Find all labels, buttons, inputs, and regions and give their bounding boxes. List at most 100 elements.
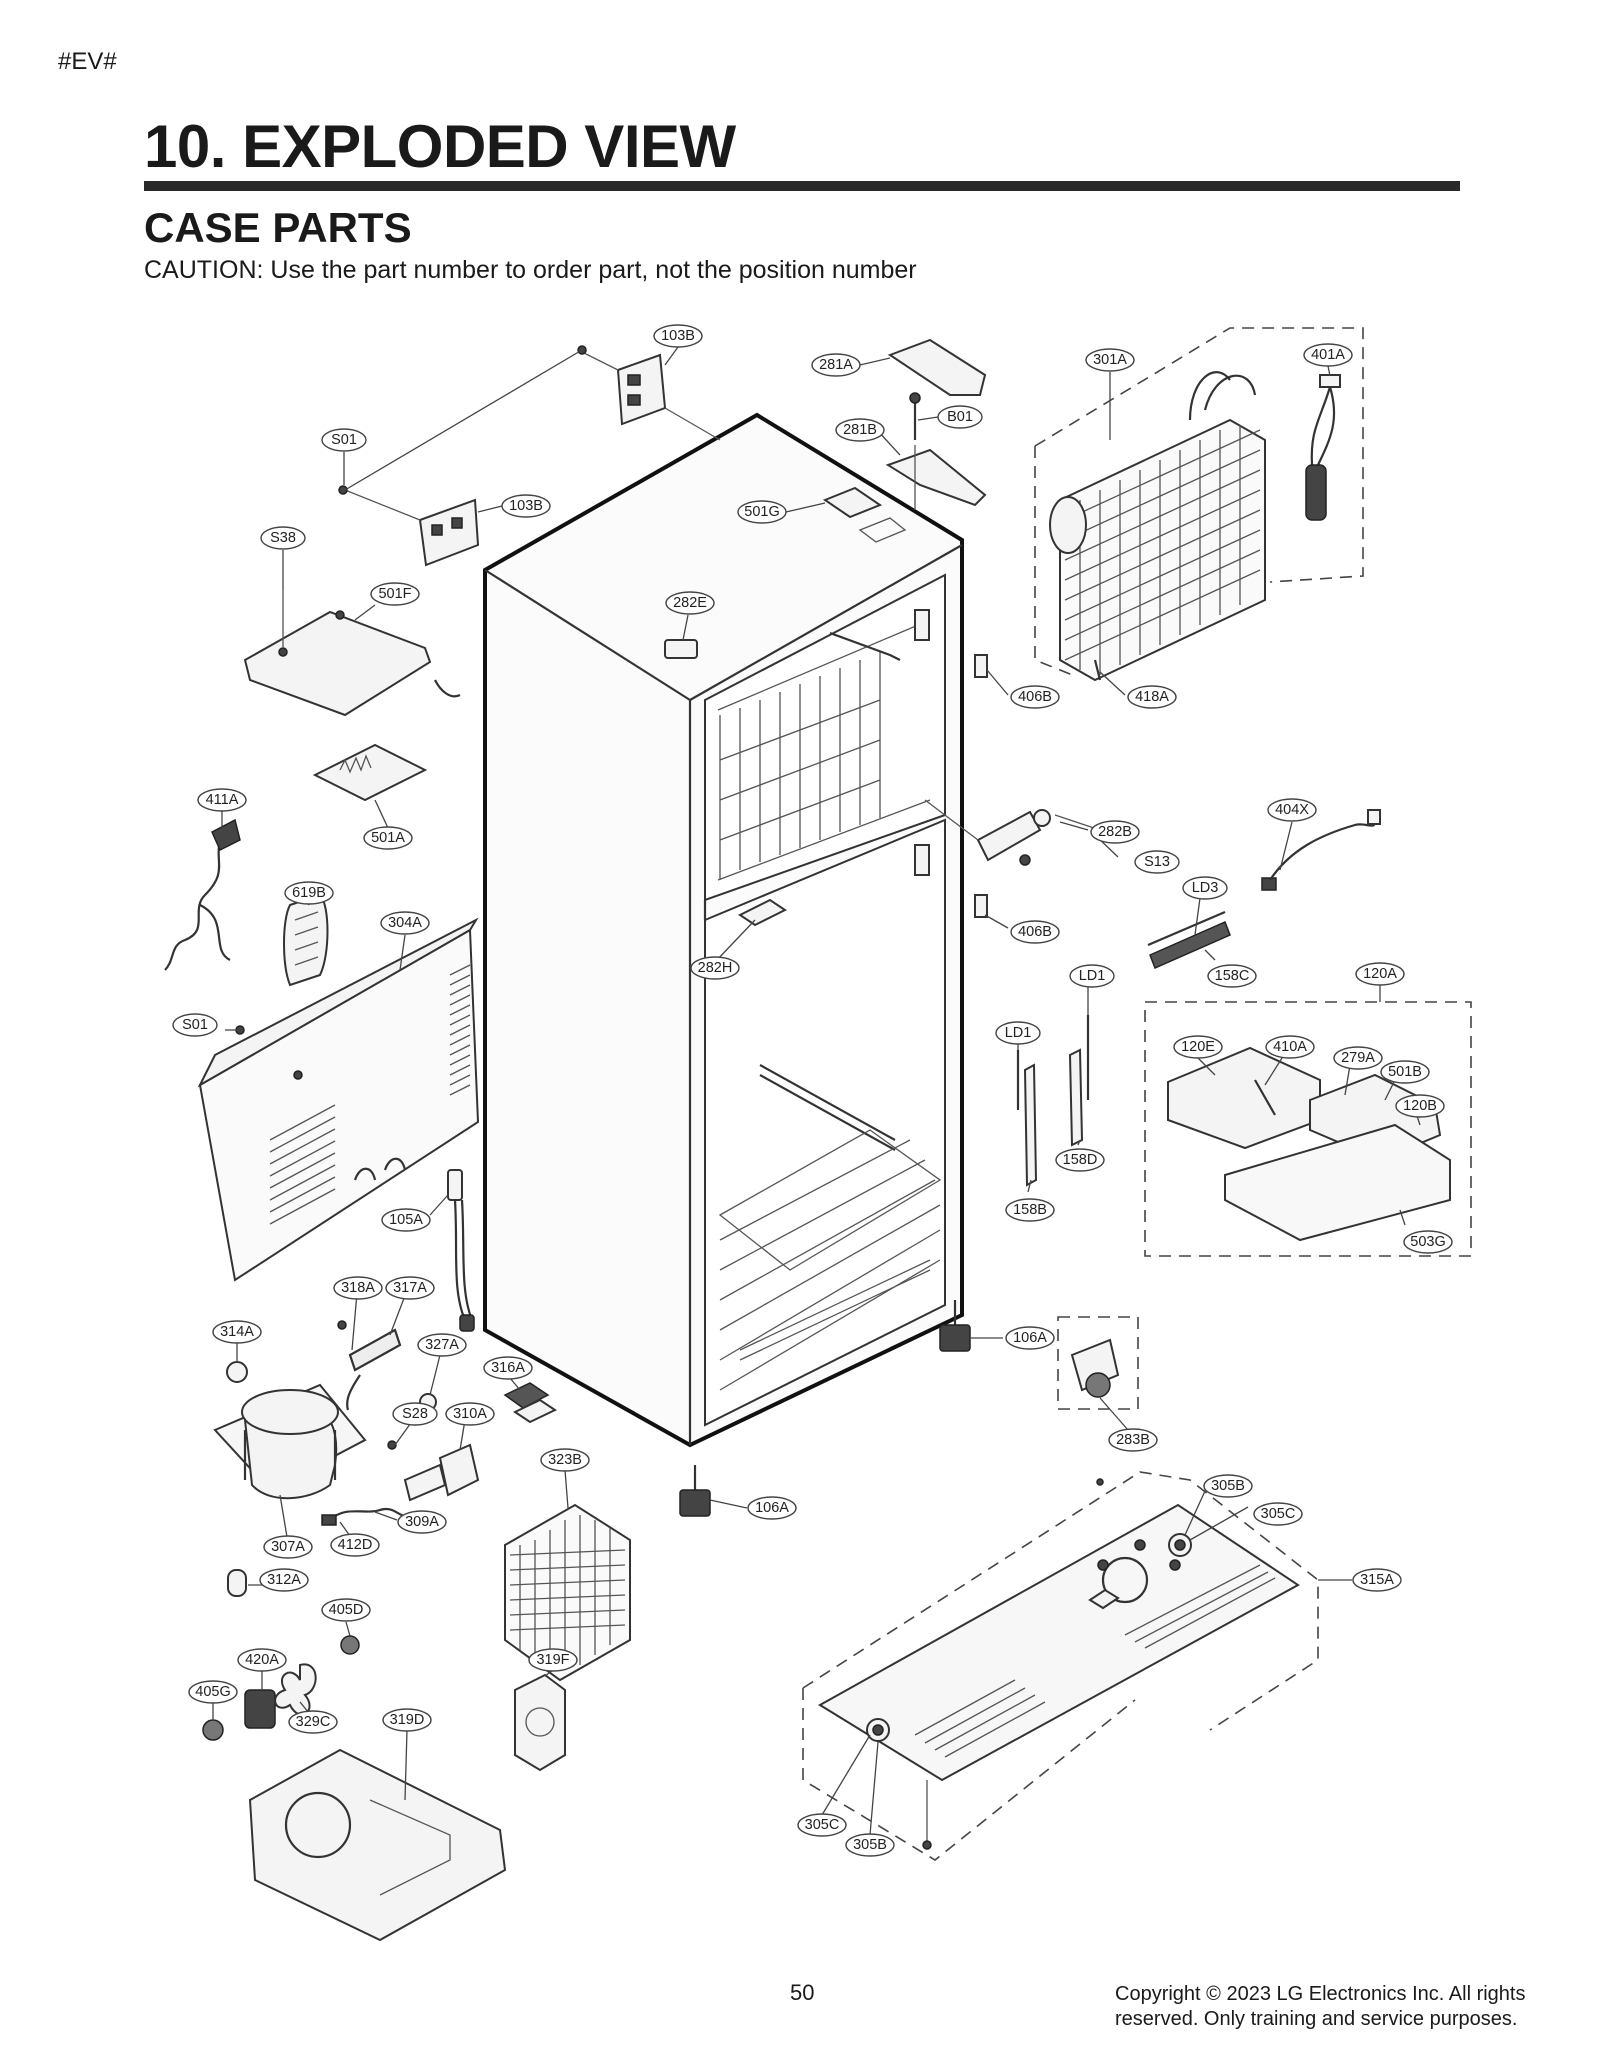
callout-305B-rear: 305B [1203,1474,1253,1498]
hinge-283B [1070,1338,1120,1398]
svg-text:327A: 327A [425,1337,459,1353]
spacer-406B-lower [974,894,988,918]
led-strip-LD1-158D [1068,1015,1090,1147]
lamp-cover-282H [738,898,787,927]
document-tag: #EV# [58,48,117,75]
fridge-shelf-ribs [718,844,942,1391]
callout-305C-front: 305C [797,1813,847,1837]
copyright-line-2: reserved. Only training and service purp… [1115,2008,1518,2030]
svg-text:305B: 305B [853,1837,887,1853]
callout-316A: 316A [483,1356,533,1380]
copyright-line-1: Copyright © 2023 LG Electronics Inc. All… [1115,1983,1526,2005]
svg-text:405D: 405D [329,1602,364,1618]
guide-line [344,349,583,491]
grommet-405G [202,1719,224,1741]
callout-120E: 120E [1173,1035,1223,1059]
svg-text:103B: 103B [661,328,695,344]
callout-314A: 314A [212,1320,262,1344]
svg-text:404X: 404X [1275,802,1309,818]
main-pcb-501A [312,743,428,802]
refrigerator-cabinet [483,412,964,1448]
svg-text:282E: 282E [673,595,707,611]
callout-420A: 420A [237,1648,287,1672]
cover-282E [664,639,698,659]
middle-hinge-282B [924,799,1101,866]
fan-shroud-319D [248,1748,507,1942]
svg-text:158D: 158D [1063,1152,1098,1168]
svg-text:310A: 310A [453,1406,487,1422]
svg-text:S38: S38 [270,530,296,546]
callout-327A: 327A [417,1333,467,1357]
svg-text:305C: 305C [805,1817,840,1833]
svg-text:619B: 619B [292,885,326,901]
leader-lines [212,346,1421,1836]
callout-B01: B01 [937,405,983,429]
copyright-notice: Copyright © 2023 LG Electronics Inc. All… [1115,1982,1575,2032]
evaporator-301A [1049,371,1266,682]
callout-305C-rear: 305C [1253,1502,1303,1526]
drain-hose-105A [447,1169,475,1332]
harness-404X [1261,809,1381,891]
callout-323B: 323B [540,1448,590,1472]
svg-text:105A: 105A [389,1212,423,1228]
svg-text:106A: 106A [1013,1330,1047,1346]
callout-282B: 282B [1090,820,1140,844]
svg-text:501A: 501A [371,830,405,846]
svg-text:401A: 401A [1311,347,1345,363]
svg-text:106A: 106A [755,1500,789,1516]
svg-text:501F: 501F [378,586,411,602]
callout-405D: 405D [321,1598,371,1622]
page-title: 10. EXPLODED VIEW [144,113,736,180]
callout-283B: 283B [1108,1428,1158,1452]
callout-312A: 312A [259,1568,309,1592]
callout-411A: 411A [197,788,247,812]
svg-text:315A: 315A [1360,1572,1394,1588]
base-plate-group-box [802,1471,1319,1861]
callout-503G: 503G [1403,1230,1453,1254]
svg-text:318A: 318A [341,1280,375,1296]
callout-LD3: LD3 [1182,876,1228,900]
relay-318A-317A [337,1320,402,1411]
callout-282H: 282H [690,956,740,980]
callout-418A: 418A [1127,685,1177,709]
svg-text:329C: 329C [296,1714,331,1730]
svg-text:158B: 158B [1013,1202,1047,1218]
cover-619B [283,893,329,987]
tube-418A [1093,659,1102,681]
svg-text:120A: 120A [1363,966,1397,982]
pcb-cover-501F [243,590,461,717]
roller-305B-305C-rear [1096,1478,1192,1557]
svg-text:LD1: LD1 [1079,968,1106,984]
callout-401A: 401A [1303,343,1353,367]
top-cover-501G [822,486,907,543]
bracket-310A [387,1440,480,1502]
callout-319F: 319F [528,1648,578,1672]
svg-text:282B: 282B [1098,824,1132,840]
callout-S38: S38 [260,526,306,550]
callout-281B: 281B [835,418,885,442]
svg-text:406B: 406B [1018,689,1052,705]
bracket-103B-side [338,485,480,567]
svg-text:301A: 301A [1093,352,1127,368]
svg-text:120E: 120E [1181,1039,1215,1055]
callout-315A: 315A [1352,1568,1402,1592]
svg-text:S13: S13 [1144,854,1170,870]
evaporator-group-box [1034,327,1364,677]
callout-LD1-upper: LD1 [1069,964,1115,988]
svg-text:420A: 420A [245,1652,279,1668]
callout-501F: 501F [370,582,420,606]
svg-text:319D: 319D [390,1712,425,1728]
callout-406B-upper: 406B [1010,685,1060,709]
callout-301A: 301A [1085,348,1135,372]
callout-304A: 304A [380,911,430,935]
svg-text:158C: 158C [1215,968,1250,984]
page-number: 50 [790,1980,815,2005]
svg-text:503G: 503G [1410,1234,1445,1250]
grommet-314A [226,1361,248,1383]
ice-fan-group-box [1144,1001,1472,1257]
callout-279A: 279A [1333,1046,1383,1070]
base-plate-315A [818,1503,1300,1782]
callout-S28: S28 [392,1402,438,1426]
svg-text:S01: S01 [182,1017,208,1033]
hinge-cover-281A [887,338,987,396]
